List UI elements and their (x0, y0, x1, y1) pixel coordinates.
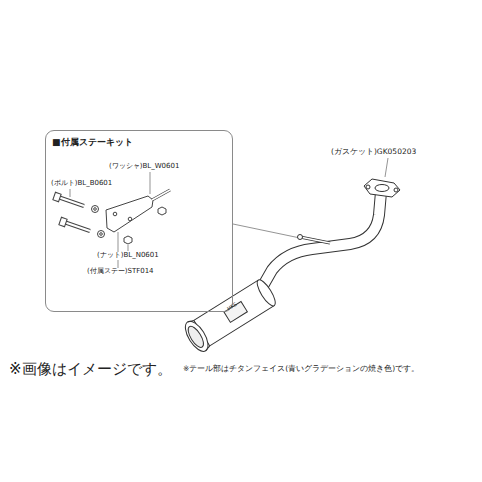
part-number: (ボルト)BL_B0601 (50, 180, 113, 188)
inset-box: ■付属ステーキット (45, 130, 233, 312)
part-number: (ガスケット)GK050203 (330, 148, 417, 156)
note-large: ※画像はイメージです。 (8, 361, 173, 378)
inset-heading: ■付属ステーキット (46, 131, 232, 154)
part-number: (ワッシャ)BL_W0601 (108, 163, 180, 171)
note-small: ※テール部はチタンフェイス(青いグラデーションの焼き色)です。 (182, 365, 420, 373)
part-number: (付属ステー)STF014 (86, 268, 155, 276)
part-number: (ナット)BL_N0601 (96, 252, 160, 260)
